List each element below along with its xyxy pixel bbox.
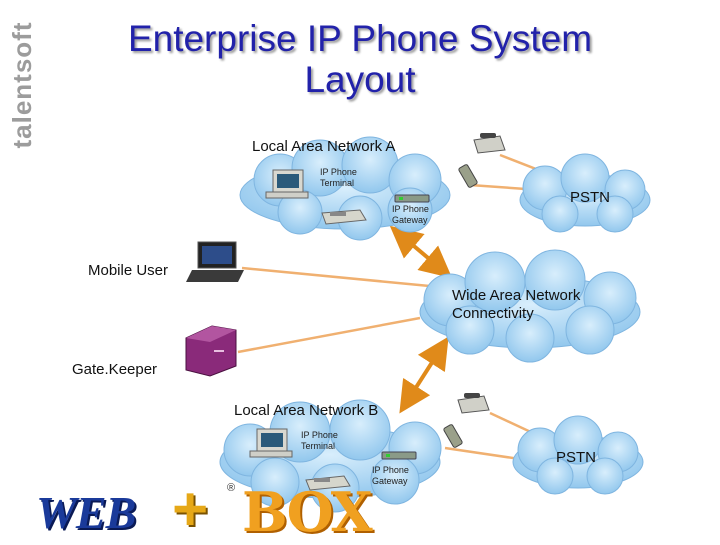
lan-a-terminal-label-line-2: Terminal xyxy=(320,178,355,188)
desk-phone-icon xyxy=(305,475,351,491)
server-icon xyxy=(185,325,237,377)
logo-registered-mark: ® xyxy=(227,482,236,494)
cloud-pstn-top xyxy=(519,153,651,233)
lan-b-terminal-label: IP Phone Terminal xyxy=(301,430,338,452)
gatekeeper-label: Gate.Keeper xyxy=(72,361,158,378)
pstn-bottom-label: PSTN xyxy=(556,449,597,466)
lan-b-terminal-label-line-1: IP Phone xyxy=(301,430,338,440)
page-title: Enterprise IP Phone System Layout xyxy=(60,18,660,100)
cloud-lan-a xyxy=(239,136,451,241)
cloud-wan xyxy=(419,249,641,363)
link-gatekeeper-wan xyxy=(237,316,421,354)
lan-b-gateway-label: IP Phone Gateway xyxy=(372,465,409,487)
logo-plus-icon: + xyxy=(172,475,209,544)
mobile-phone-icon xyxy=(443,424,463,448)
laptop-icon xyxy=(186,241,244,282)
lan-a-gateway-label: IP Phone Gateway xyxy=(392,204,429,226)
logo-box-text: BOX xyxy=(242,480,373,544)
lan-a-terminal-label: IP Phone Terminal xyxy=(320,167,357,189)
lan-b-gateway-label-line-1: IP Phone xyxy=(372,465,409,475)
cloud-pstn-bottom xyxy=(512,415,644,495)
lan-b-label: Local Area Network B xyxy=(234,402,379,419)
title-line-1: Enterprise IP Phone System xyxy=(127,18,593,59)
wan-label-line-1: Wide Area Network xyxy=(452,287,581,304)
phone-gateway-icon xyxy=(381,451,417,460)
arrows xyxy=(389,225,453,414)
wan-label-line-2: Connectivity xyxy=(452,305,534,322)
desk-phone-icon xyxy=(321,209,367,225)
wan-label: Wide Area Network Connectivity xyxy=(452,287,580,323)
title-line-2: Layout xyxy=(304,59,416,100)
phone-gateway-icon xyxy=(394,194,430,203)
pstn-top-label: PSTN xyxy=(570,189,611,206)
lan-a-gateway-label-line-1: IP Phone xyxy=(392,204,429,214)
link-mobile-wan xyxy=(241,266,441,289)
arrow-lanA-wan xyxy=(389,225,453,279)
arrow-wan-lanB xyxy=(399,336,449,414)
logo-web-text: WEB xyxy=(36,487,136,538)
mobile-user-label: Mobile User xyxy=(88,262,169,279)
lan-a-label: Local Area Network A xyxy=(252,138,396,155)
desk-phone-icon xyxy=(473,133,506,154)
lan-a-gateway-label-line-2: Gateway xyxy=(392,215,428,225)
mobile-phone-icon xyxy=(458,164,478,188)
lan-a-terminal-label-line-1: IP Phone xyxy=(320,167,357,177)
lan-b-terminal-label-line-2: Terminal xyxy=(301,441,336,451)
lan-b-gateway-label-line-2: Gateway xyxy=(372,476,408,486)
desk-phone-icon xyxy=(457,393,490,414)
computer-icon xyxy=(249,428,293,458)
computer-icon xyxy=(265,169,309,199)
